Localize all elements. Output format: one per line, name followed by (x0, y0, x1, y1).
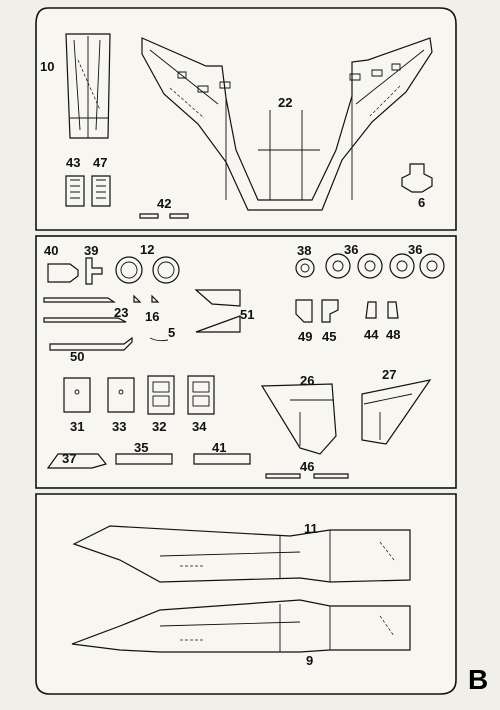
part-32-shape (147, 375, 175, 415)
part-50-shape (49, 336, 133, 351)
part-label-6: 6 (418, 195, 426, 210)
part-label-9: 9 (306, 653, 314, 668)
part-label-26: 26 (300, 373, 315, 388)
part-label-5: 5 (168, 325, 176, 340)
part-label-31: 31 (70, 419, 85, 434)
part-label-46: 46 (300, 459, 315, 474)
part-label-50: 50 (70, 349, 85, 364)
part-44-shape (365, 301, 377, 319)
part-label-40: 40 (44, 243, 59, 258)
part-11-shape (72, 525, 411, 583)
part-label-51: 51 (240, 307, 255, 322)
part-47-shape (91, 175, 111, 207)
part-label-36b: 36 (408, 242, 423, 257)
part-42-shape (139, 213, 189, 219)
part-48-shape (387, 301, 399, 319)
part-label-37: 37 (62, 451, 77, 466)
part-label-43: 43 (66, 155, 81, 170)
part-43-shape (65, 175, 85, 207)
part-label-48: 48 (386, 327, 401, 342)
part-41-shape (193, 453, 251, 465)
sheet-letter: B (468, 664, 489, 695)
part-45-shape (321, 299, 339, 323)
part-label-47: 47 (93, 155, 108, 170)
part-label-42: 42 (157, 196, 172, 211)
part-label-10: 10 (40, 59, 55, 74)
part-label-35: 35 (134, 440, 149, 455)
sprue-frame-bottom (35, 493, 457, 695)
part-10-shape (65, 33, 111, 139)
part-33-shape (107, 377, 135, 413)
part-label-38: 38 (297, 243, 312, 258)
part-23-shape (43, 297, 127, 323)
part-label-49: 49 (298, 329, 313, 344)
part-46-shape (265, 473, 349, 479)
part-label-27: 27 (382, 367, 397, 382)
part-39-shape (85, 257, 103, 285)
part-34-shape (187, 375, 215, 415)
part-label-39: 39 (84, 243, 99, 258)
part-51-shape (194, 289, 241, 333)
part-16-shape (133, 294, 160, 303)
part-36-shape (325, 253, 445, 279)
part-37-shape (46, 453, 108, 469)
part-26-shape (260, 383, 337, 455)
part-12-shape (115, 256, 180, 284)
part-22-shape (141, 37, 433, 211)
part-label-36a: 36 (344, 242, 359, 257)
part-label-41: 41 (212, 440, 227, 455)
part-35-shape (115, 453, 173, 465)
part-label-33: 33 (112, 419, 127, 434)
part-6-shape (401, 163, 433, 193)
part-9-shape (71, 599, 411, 653)
part-label-12: 12 (140, 242, 155, 257)
part-27-shape (361, 379, 432, 445)
part-31-shape (63, 377, 91, 413)
sprue-frame-middle (35, 235, 457, 489)
part-49-shape (295, 299, 313, 323)
part-label-23: 23 (114, 305, 129, 320)
part-label-22: 22 (278, 95, 293, 110)
sprue-frame (35, 7, 457, 231)
part-5-shape (149, 337, 169, 342)
part-label-32: 32 (152, 419, 167, 434)
part-label-16: 16 (145, 309, 160, 324)
part-label-44: 44 (364, 327, 379, 342)
part-38-shape (295, 258, 315, 278)
part-label-45: 45 (322, 329, 337, 344)
part-40-shape (47, 263, 79, 283)
part-label-11: 11 (304, 521, 318, 536)
part-label-34: 34 (192, 419, 207, 434)
